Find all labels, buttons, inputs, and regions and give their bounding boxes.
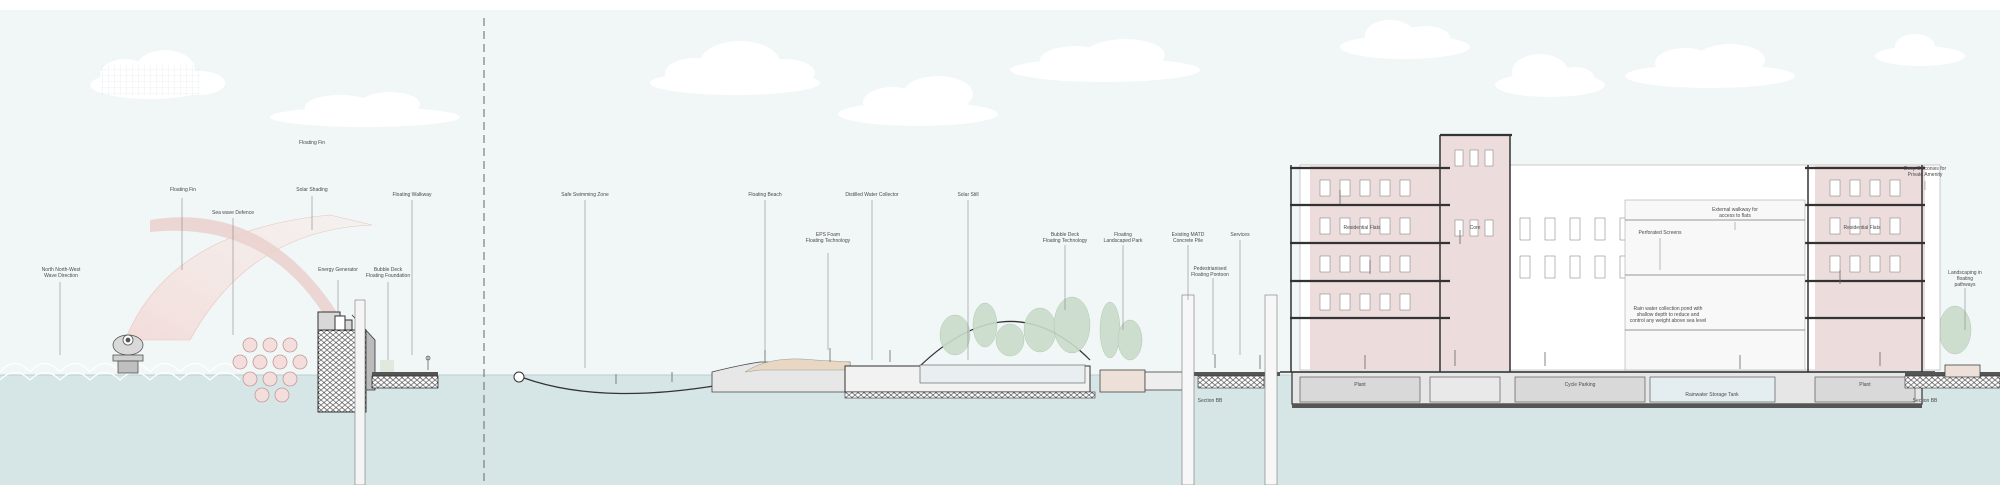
label-floating-fin-top: Floating Fin xyxy=(298,140,326,146)
label-core: Core xyxy=(1469,225,1481,231)
label-perforated-screens: Perforated Screens xyxy=(1638,230,1682,236)
label-sea-wave-defence: Sea wave Defence xyxy=(212,210,254,216)
label-section-bb-left: Section BB xyxy=(1197,398,1223,404)
cloud xyxy=(1625,44,1795,88)
building xyxy=(1280,133,1941,408)
label-floating-beach: Floating Beach xyxy=(748,192,782,198)
sea-wave-defence xyxy=(232,337,308,403)
label-solar-shading: Solar Shading xyxy=(296,187,328,193)
breakwater xyxy=(317,299,376,486)
label-rain-water: Rain water collection pond with shallow … xyxy=(1629,306,1707,324)
label-landscaping: Landscaping in floating pathways xyxy=(1948,270,1982,288)
label-eps-foam: EPS Foam Floating Technology xyxy=(805,232,851,244)
floating-walkway xyxy=(371,360,439,389)
cloud xyxy=(270,92,460,127)
right-walkway xyxy=(1904,364,2000,389)
label-bubble-deck-foundation: Bubble Deck Floating Foundation xyxy=(365,267,411,279)
label-services: Services xyxy=(1230,232,1250,238)
label-energy-generator: Energy Generator xyxy=(318,267,358,273)
cloud xyxy=(1875,34,1965,66)
cloud xyxy=(1010,39,1200,82)
cloud xyxy=(838,76,998,126)
label-plant-right: Plant xyxy=(1859,382,1871,388)
label-rainwater-storage: Rainwater Storage Tank xyxy=(1685,392,1739,398)
floating-fin-arc xyxy=(124,214,373,341)
floating-beach xyxy=(711,358,851,393)
cloud xyxy=(650,41,820,95)
label-floating-fin: Floating Fin xyxy=(169,187,197,193)
solar-still xyxy=(844,320,1096,399)
label-residential-flats-right: Residential Flats xyxy=(1843,225,1881,231)
cloud xyxy=(90,50,225,99)
label-residential-flats-left: Residential Flats xyxy=(1343,225,1381,231)
piles xyxy=(1181,294,1278,486)
cloud xyxy=(1340,20,1470,59)
label-plant-left: Plant xyxy=(1354,382,1366,388)
people xyxy=(425,190,1881,384)
label-bubble-deck-tech: Bubble Deck Floating Technology xyxy=(1042,232,1088,244)
label-deep-balconies: Deep Balconies for Private Amenity xyxy=(1903,166,1947,178)
label-cycle-parking: Cycle Parking xyxy=(1564,382,1596,388)
swim-buoy xyxy=(513,371,525,383)
label-external-walkway: External walkway for access to flats xyxy=(1712,207,1758,219)
label-safe-swimming-zone: Safe Swimming Zone xyxy=(561,192,609,198)
clouds xyxy=(90,20,1965,127)
label-wave-direction: North North-West Wave Direction xyxy=(41,267,81,279)
label-distilled-water-collector: Distilled Water Collector xyxy=(845,192,899,198)
label-solar-still: Solar Still xyxy=(957,192,979,198)
landscaped-park xyxy=(1099,369,1280,393)
cloud xyxy=(1495,54,1605,97)
label-existing-matd: Existing MATD Concrete Pile xyxy=(1171,232,1205,244)
label-pedestrianised-pontoon: Pedestrianised Floating Pontoon xyxy=(1191,266,1229,278)
label-section-bb-right: Section BB xyxy=(1912,398,1938,404)
energy-buoy xyxy=(112,334,144,374)
leader-lines xyxy=(59,181,1966,368)
label-floating-landscaped-park: Floating Landscaped Park xyxy=(1103,232,1143,244)
label-floating-walkway: Floating Walkway xyxy=(392,192,432,198)
swim-boom xyxy=(523,377,721,395)
